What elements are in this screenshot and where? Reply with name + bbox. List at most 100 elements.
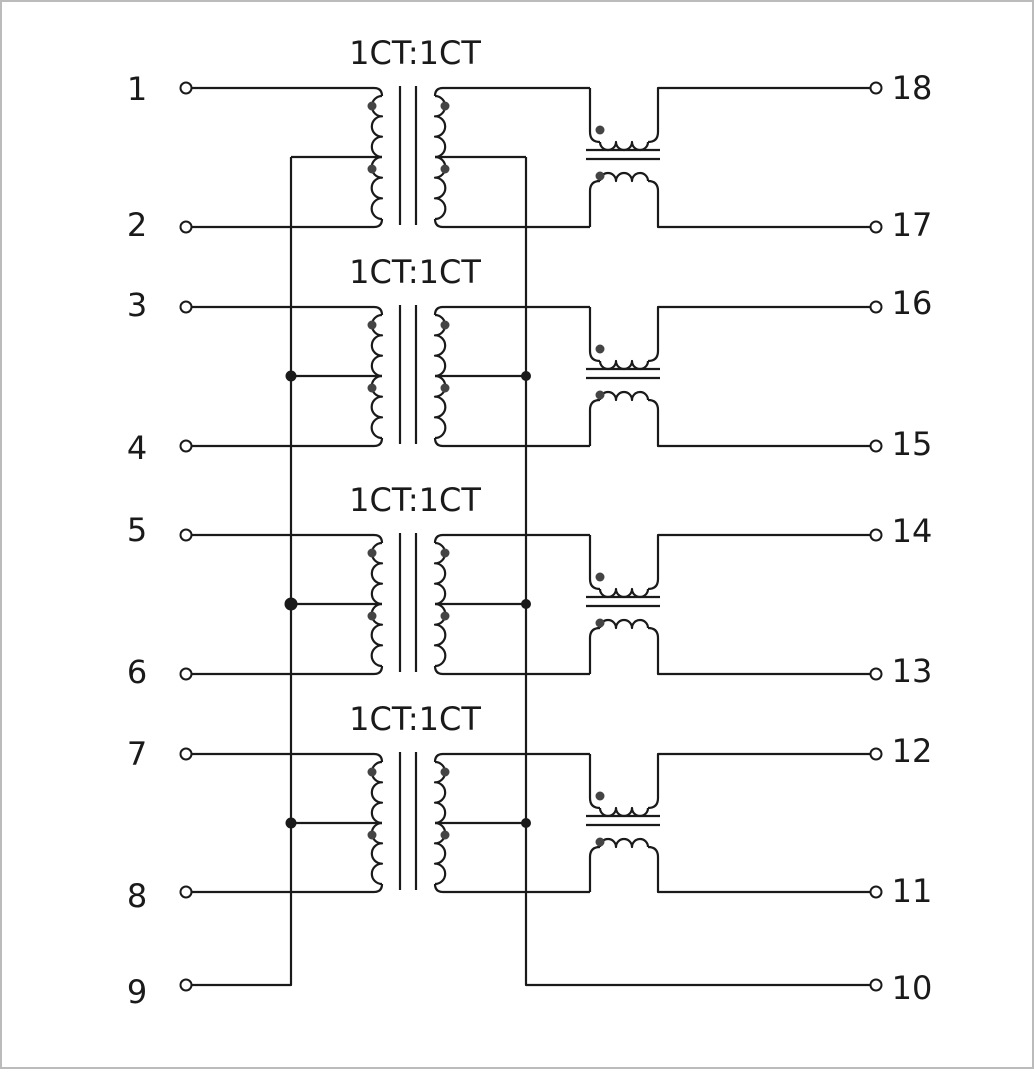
pin-label-15: 15: [892, 425, 933, 463]
terminal-right-11: [869, 885, 883, 899]
junction-dot-left-4: [285, 817, 297, 829]
pin-label-9: 9: [127, 973, 147, 1011]
pin-label-8: 8: [127, 877, 147, 915]
pin-label-5: 5: [127, 511, 147, 549]
polarity-dot-3: [367, 611, 377, 621]
pin-label-6: 6: [127, 653, 147, 691]
pin-label-16: 16: [892, 284, 933, 322]
pin-label-1: 1: [127, 70, 147, 108]
junction-dot-right-2: [521, 371, 531, 381]
pin-label-4: 4: [127, 429, 147, 467]
polarity-dot-4: [440, 767, 450, 777]
primary-lead-bottom-4: [190, 883, 384, 894]
ratio-label-4: 1CT:1CT: [349, 700, 481, 738]
polarity-dot-3: [367, 548, 377, 558]
pin-label-12: 12: [892, 732, 933, 770]
polarity-dot-2: [440, 320, 450, 330]
pin-label-7: 7: [127, 735, 147, 773]
junction-dot-right-3: [521, 599, 531, 609]
terminal-left-7: [179, 747, 193, 761]
polarity-dot-1: [367, 101, 377, 111]
terminal-left-6: [179, 667, 193, 681]
choke-lead-a-3: [588, 535, 601, 591]
polarity-dot-4: [367, 767, 377, 777]
terminal-left-4: [179, 439, 193, 453]
choke-lead-a-1: [588, 88, 601, 144]
pin-label-11: 11: [892, 872, 933, 910]
polarity-dot-1: [440, 101, 450, 111]
primary-lead-bottom-2: [190, 437, 384, 448]
pin-label-17: 17: [892, 206, 933, 244]
terminal-right-16: [869, 300, 883, 314]
polarity-dot-1: [367, 164, 377, 174]
primary-lead-top-1: [190, 86, 384, 97]
pin-label-14: 14: [892, 512, 933, 550]
primary-lead-bottom-1: [190, 218, 384, 229]
pin-label-2: 2: [127, 206, 147, 244]
cores: [398, 86, 660, 890]
choke-lead-c-2: [588, 398, 601, 446]
terminal-left-2: [179, 220, 193, 234]
secondary-lead-bottom-1: [433, 218, 590, 229]
terminal-right-15: [869, 439, 883, 453]
choke-dot-1: [595, 125, 605, 135]
terminal-left-3: [179, 300, 193, 314]
polarity-dot-4: [367, 830, 377, 840]
secondary-lead-top-3: [433, 533, 590, 544]
choke-coil-bottom-3: [598, 618, 650, 630]
ratio-label-2: 1CT:1CT: [349, 253, 481, 291]
choke-lead-b-2: [647, 305, 872, 363]
polarity-dot-1: [440, 164, 450, 174]
terminal-right-12: [869, 747, 883, 761]
choke-dot-4: [595, 791, 605, 801]
choke-lead-d-3: [647, 626, 872, 676]
secondary-lead-bottom-3: [433, 665, 590, 676]
choke-dot-2: [595, 390, 605, 400]
choke-dot-2: [595, 344, 605, 354]
choke-coil-bottom-1: [598, 171, 650, 183]
terminal-left-1: [179, 81, 193, 95]
choke-lead-d-2: [647, 398, 872, 448]
polarity-dot-2: [367, 383, 377, 393]
choke-lead-b-1: [647, 86, 872, 144]
primary-lead-bottom-3: [190, 665, 384, 676]
choke-lead-b-4: [647, 752, 872, 810]
polarity-dot-2: [440, 383, 450, 393]
wires: [190, 86, 872, 987]
polarity-dot-3: [440, 611, 450, 621]
primary-lead-top-2: [190, 305, 384, 316]
secondary-lead-top-4: [433, 752, 590, 763]
pin-label-10: 10: [892, 969, 933, 1007]
choke-lead-d-4: [647, 845, 872, 894]
terminal-right-13: [869, 667, 883, 681]
labels: 1CT:1CT1CT:1CT1CT:1CT1CT:1CT123456789181…: [127, 34, 933, 1011]
choke-lead-a-4: [588, 754, 601, 810]
ratio-label-3: 1CT:1CT: [349, 481, 481, 519]
terminal-left-9: [179, 978, 193, 992]
choke-lead-c-1: [588, 179, 601, 227]
choke-lead-c-3: [588, 626, 601, 674]
pin-label-18: 18: [892, 69, 933, 107]
junction-dot-left-3: [284, 597, 298, 611]
terminals: [179, 81, 883, 992]
secondary-lead-bottom-2: [433, 437, 590, 448]
primary-lead-top-3: [190, 533, 384, 544]
polarity-dot-2: [367, 320, 377, 330]
choke-coil-bottom-2: [598, 390, 650, 402]
secondary-lead-bottom-4: [433, 883, 590, 894]
terminal-right-10: [869, 978, 883, 992]
choke-lead-c-4: [588, 845, 601, 892]
choke-dot-4: [595, 837, 605, 847]
secondary-lead-top-1: [433, 86, 590, 97]
choke-dot-3: [595, 618, 605, 628]
polarity-dot-3: [440, 548, 450, 558]
choke-lead-a-2: [588, 307, 601, 363]
pin-label-13: 13: [892, 652, 933, 690]
left-center-bus: [190, 157, 293, 987]
pin-label-3: 3: [127, 286, 147, 324]
polarity-dot-4: [440, 830, 450, 840]
choke-lead-b-3: [647, 533, 872, 591]
choke-dot-1: [595, 171, 605, 181]
